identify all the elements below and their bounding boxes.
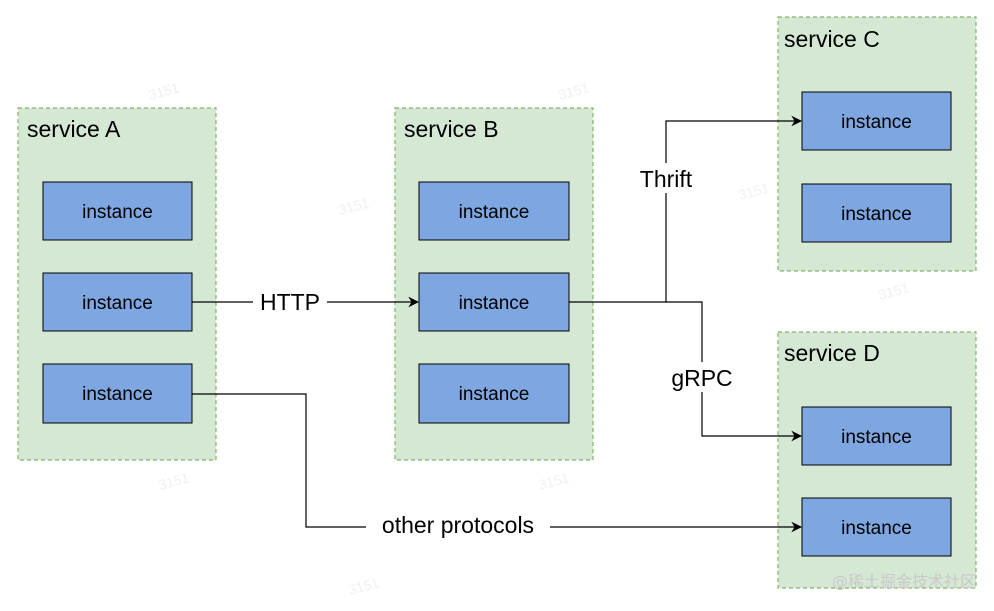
instance-label: instance xyxy=(82,384,153,405)
http-label-bg xyxy=(253,288,327,316)
service-a-instance-1[interactable]: instance xyxy=(42,181,193,241)
service-b-instance-3[interactable]: instance xyxy=(418,363,570,424)
instance-label: instance xyxy=(459,384,530,405)
watermark-text: 3151 xyxy=(347,574,381,598)
instance-label: instance xyxy=(459,202,530,223)
instance-label: instance xyxy=(82,293,153,314)
instance-label: instance xyxy=(841,204,912,225)
service-b-label: service B xyxy=(404,116,499,142)
watermarks: 3151 3151 3151 3151 3151 3151 3151 3151 xyxy=(147,79,911,598)
thrift-label-bg xyxy=(633,163,699,193)
instance-label: instance xyxy=(841,112,912,133)
service-c-label: service C xyxy=(784,26,880,52)
grpc-label-bg xyxy=(663,362,741,392)
watermark-text: 3151 xyxy=(557,79,591,103)
service-d-label: service D xyxy=(784,340,880,366)
service-c-instance-2[interactable]: instance xyxy=(801,183,952,243)
credit-watermark: @稀土掘金技术社区 xyxy=(832,572,976,591)
instance-label: instance xyxy=(82,202,153,223)
instance-label: instance xyxy=(841,518,912,539)
service-b-instance-1[interactable]: instance xyxy=(418,181,570,241)
thrift-label: Thrift xyxy=(640,166,693,192)
http-label: HTTP xyxy=(260,289,320,315)
other-protocols-label: other protocols xyxy=(382,512,534,538)
watermark-text: 3151 xyxy=(157,469,191,493)
service-d-instance-1[interactable]: instance xyxy=(801,406,952,466)
service-a-instance-2[interactable]: instance xyxy=(42,272,193,332)
other-protocols-label-bg xyxy=(366,511,550,541)
instance-label: instance xyxy=(459,293,530,314)
service-d-instance-2[interactable]: instance xyxy=(801,497,952,557)
watermark-text: 3151 xyxy=(877,279,911,303)
watermark-text: 3151 xyxy=(537,469,571,493)
service-a-instance-3[interactable]: instance xyxy=(42,363,193,424)
instance-label: instance xyxy=(841,427,912,448)
thrift-edge[interactable] xyxy=(569,115,803,303)
grpc-label: gRPC xyxy=(671,365,732,391)
service-a-label: service A xyxy=(27,116,121,142)
watermark-text: 3151 xyxy=(147,79,181,103)
service-c-instance-1[interactable]: instance xyxy=(801,91,952,151)
watermark-text: 3151 xyxy=(737,179,771,203)
service-b-instance-2[interactable]: instance xyxy=(418,272,570,332)
watermark-text: 3151 xyxy=(337,194,371,218)
other-protocols-edge[interactable] xyxy=(192,393,803,533)
